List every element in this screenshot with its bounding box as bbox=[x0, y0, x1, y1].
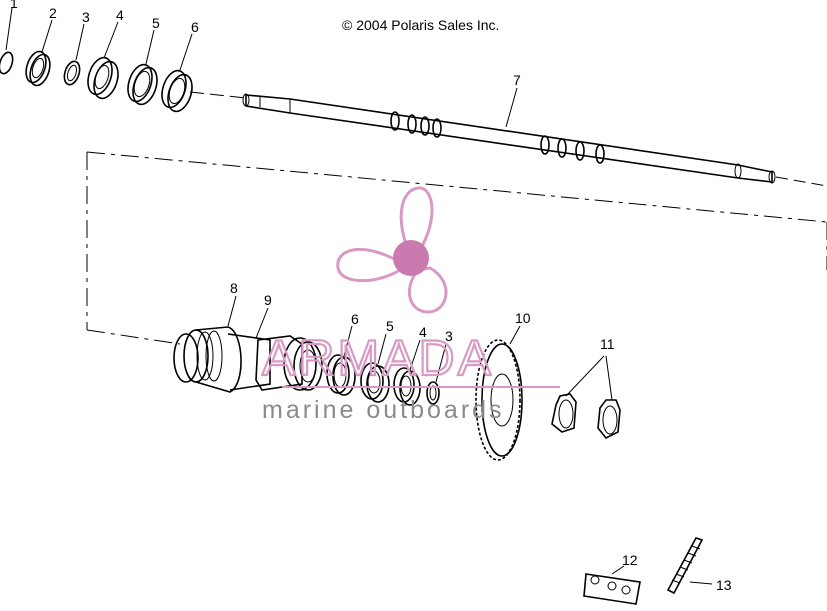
assembly-guide-lines bbox=[86, 151, 827, 345]
part-12-clip: 12 bbox=[583, 552, 641, 605]
part-11-nuts: 11 bbox=[551, 336, 621, 440]
copyright-text: © 2004 Polaris Sales Inc. bbox=[342, 17, 499, 33]
callout-10: 10 bbox=[515, 310, 531, 326]
watermark-tagline: marine outboards bbox=[262, 396, 505, 424]
part-9-sprocket-hub: 9 bbox=[255, 292, 323, 391]
part-6-bearing: 6 bbox=[161, 19, 199, 113]
part-13-pin: 13 bbox=[666, 537, 732, 595]
part-5-seal: 5 bbox=[127, 15, 160, 106]
part-2-bearing: 2 bbox=[25, 5, 57, 87]
part-5-lower-seal: 5 bbox=[360, 318, 394, 403]
callout-3: 3 bbox=[82, 9, 90, 25]
part-4-bushing: 4 bbox=[87, 7, 124, 100]
callout-5: 5 bbox=[152, 15, 160, 31]
callout-3-lower: 3 bbox=[445, 328, 453, 344]
callout-11: 11 bbox=[600, 336, 615, 352]
callout-12: 12 bbox=[622, 552, 638, 568]
callout-1: 1 bbox=[10, 0, 18, 11]
part-1-ring: 1 bbox=[0, 0, 18, 75]
watermark-brand: ARMADA bbox=[262, 330, 494, 386]
part-3-lower-ring: 3 bbox=[426, 328, 453, 405]
part-6-lower-bearing: 6 bbox=[326, 311, 359, 396]
callout-9: 9 bbox=[264, 292, 272, 308]
callout-4-lower: 4 bbox=[419, 324, 427, 340]
callout-2: 2 bbox=[49, 5, 57, 21]
part-3-ring: 3 bbox=[63, 9, 90, 86]
part-8-housing: 8 bbox=[173, 280, 271, 393]
callout-4: 4 bbox=[116, 7, 124, 23]
propeller-logo-icon bbox=[336, 186, 448, 314]
callout-6: 6 bbox=[191, 19, 199, 35]
callout-6-lower: 6 bbox=[351, 311, 359, 327]
part-7-driveshaft: 7 bbox=[189, 72, 827, 187]
callout-13: 13 bbox=[716, 577, 732, 593]
callout-7: 7 bbox=[513, 72, 521, 88]
callout-5-lower: 5 bbox=[386, 318, 394, 334]
part-10-sprocket: 10 bbox=[475, 310, 531, 461]
callout-8: 8 bbox=[230, 280, 238, 296]
